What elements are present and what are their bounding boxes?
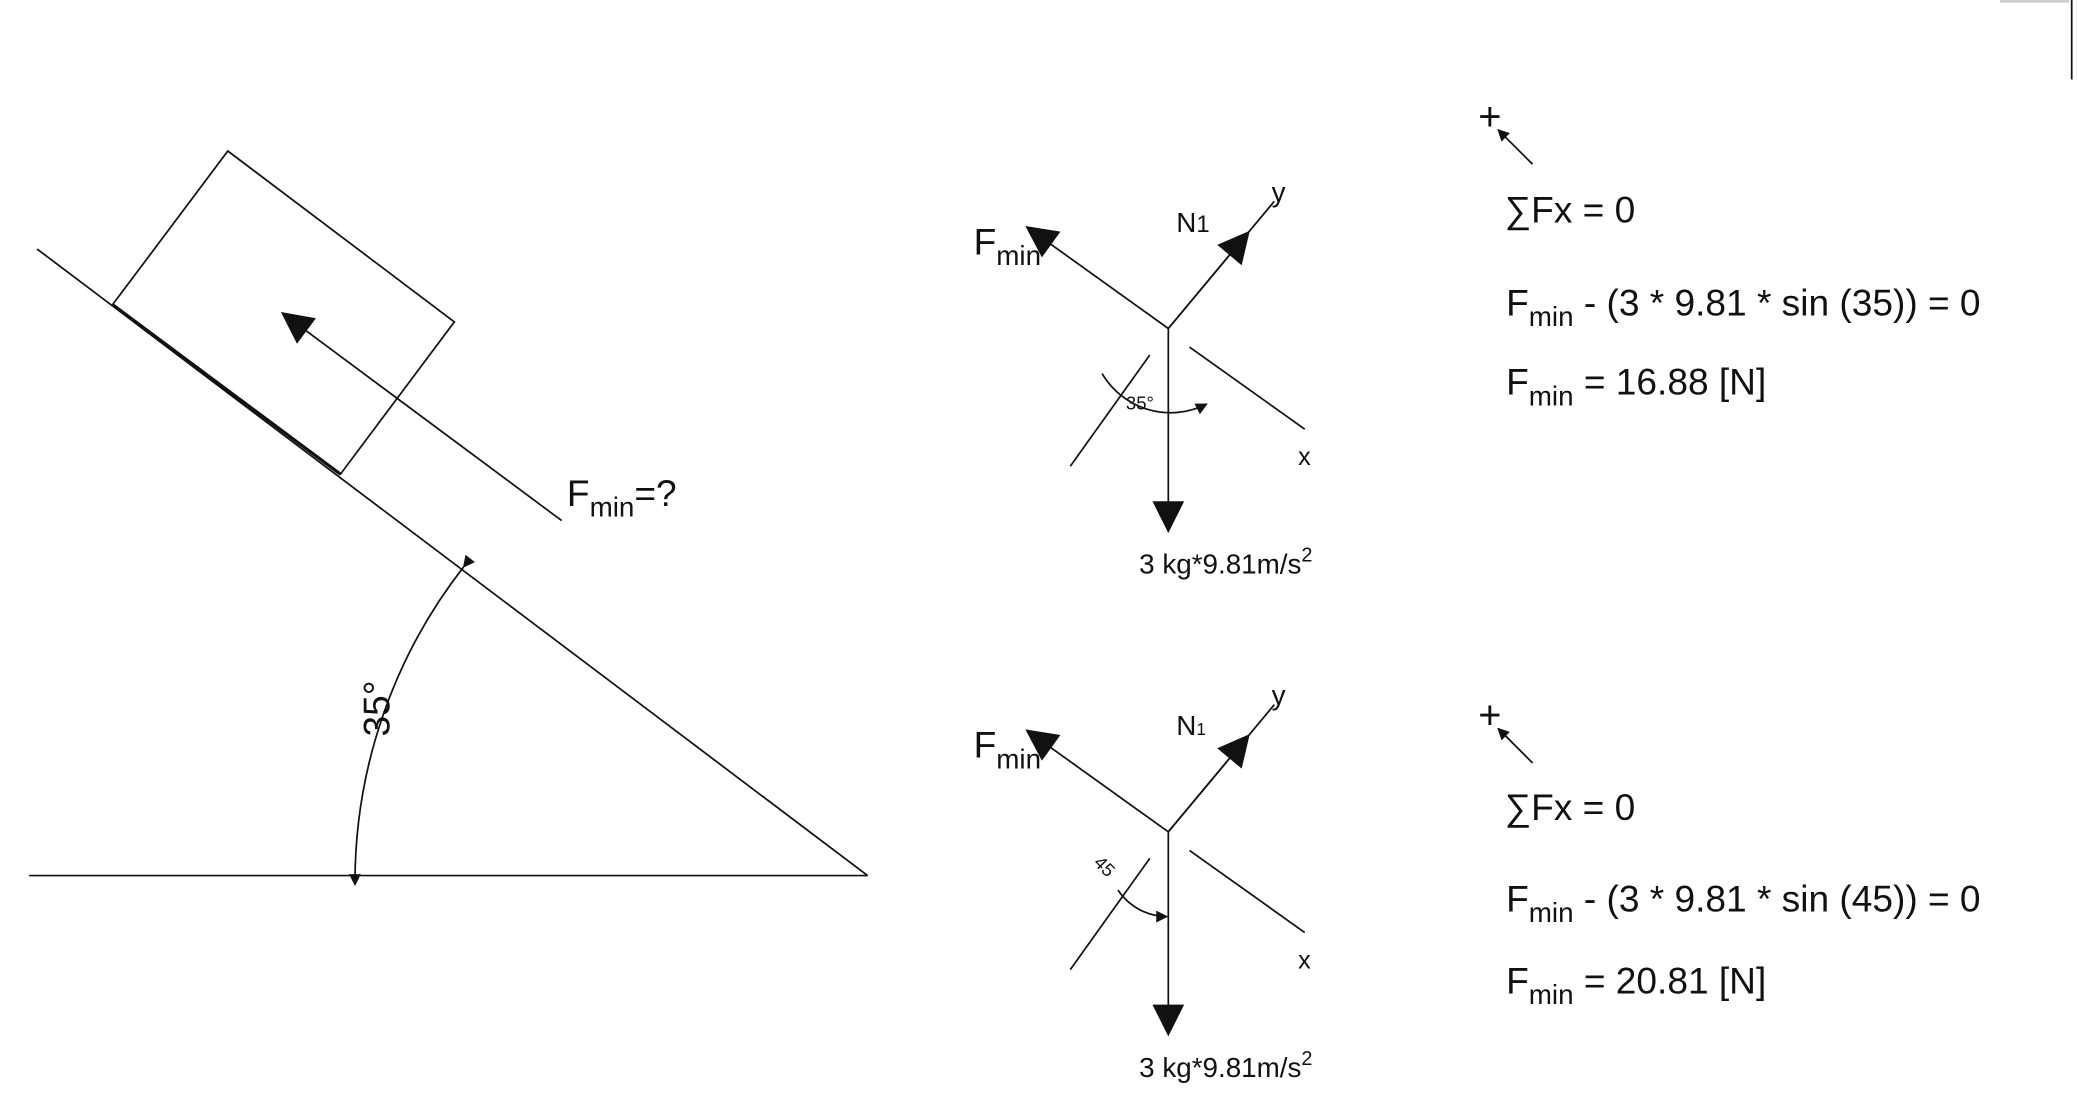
positive-direction-arrow (1497, 128, 1534, 165)
weight-label: 3 kg*9.81m/s2 (1139, 1048, 1312, 1083)
positive-direction-sign: + (1478, 95, 1501, 139)
equations-45: + ∑Fx = 0 Fmin - (3 * 9.81 * sin (45)) =… (1478, 694, 1980, 1011)
result: Fmin = 16.88 [N] (1506, 361, 1766, 412)
block-base (111, 303, 342, 476)
block (111, 149, 456, 476)
positive-direction-arrow (1497, 727, 1534, 764)
x-axis-label: x (1298, 946, 1311, 974)
angle-label: 45 (1090, 852, 1119, 881)
normal-label: N1 (1176, 207, 1209, 238)
normal-label: N1 (1176, 710, 1206, 741)
angle-arc (1117, 889, 1169, 923)
positive-direction-sign: + (1478, 694, 1501, 738)
equations-35: + ∑Fx = 0 Fmin - (3 * 9.81 * sin (35)) =… (1478, 95, 1980, 412)
y-axis-label: y (1272, 680, 1286, 711)
force-label: Fmin (974, 724, 1041, 775)
angle-label: 35° (1126, 392, 1154, 413)
x-axis (1189, 346, 1306, 430)
x-axis (1189, 849, 1306, 934)
force-label: Fmin=? (567, 472, 677, 523)
normal-force-arrow (1167, 230, 1250, 330)
weight-label: 3 kg*9.81m/s2 (1139, 545, 1312, 580)
fbd-45: 45 Fmin N1 y x 3 kg*9.81m/s2 (974, 680, 1313, 1083)
y-axis-label: y (1272, 176, 1286, 207)
force-label: Fmin (974, 220, 1041, 271)
x-axis-back (1069, 857, 1151, 971)
angle-label: 35° (355, 680, 397, 736)
fbd-35: Fmin N1 y x 35° 3 kg*9.81m/s2 (974, 176, 1313, 579)
force-equation: Fmin - (3 * 9.81 * sin (45)) = 0 (1506, 877, 1980, 928)
result: Fmin = 20.81 [N] (1506, 959, 1766, 1010)
sum-equation: ∑Fx = 0 (1505, 189, 1636, 231)
angle-arc (1101, 373, 1208, 415)
angle-arc (348, 554, 475, 887)
x-axis-back (1069, 354, 1151, 467)
normal-force-arrow (1167, 734, 1250, 833)
force-arrow (280, 312, 563, 522)
incline-diagram: Fmin=? 35° (29, 149, 869, 887)
x-axis-label: x (1298, 443, 1311, 471)
force-equation: Fmin - (3 * 9.81 * sin (35)) = 0 (1506, 281, 1980, 332)
sum-equation: ∑Fx = 0 (1505, 786, 1636, 828)
friction-force-arrow (1025, 225, 1169, 330)
friction-force-arrow (1025, 729, 1169, 833)
